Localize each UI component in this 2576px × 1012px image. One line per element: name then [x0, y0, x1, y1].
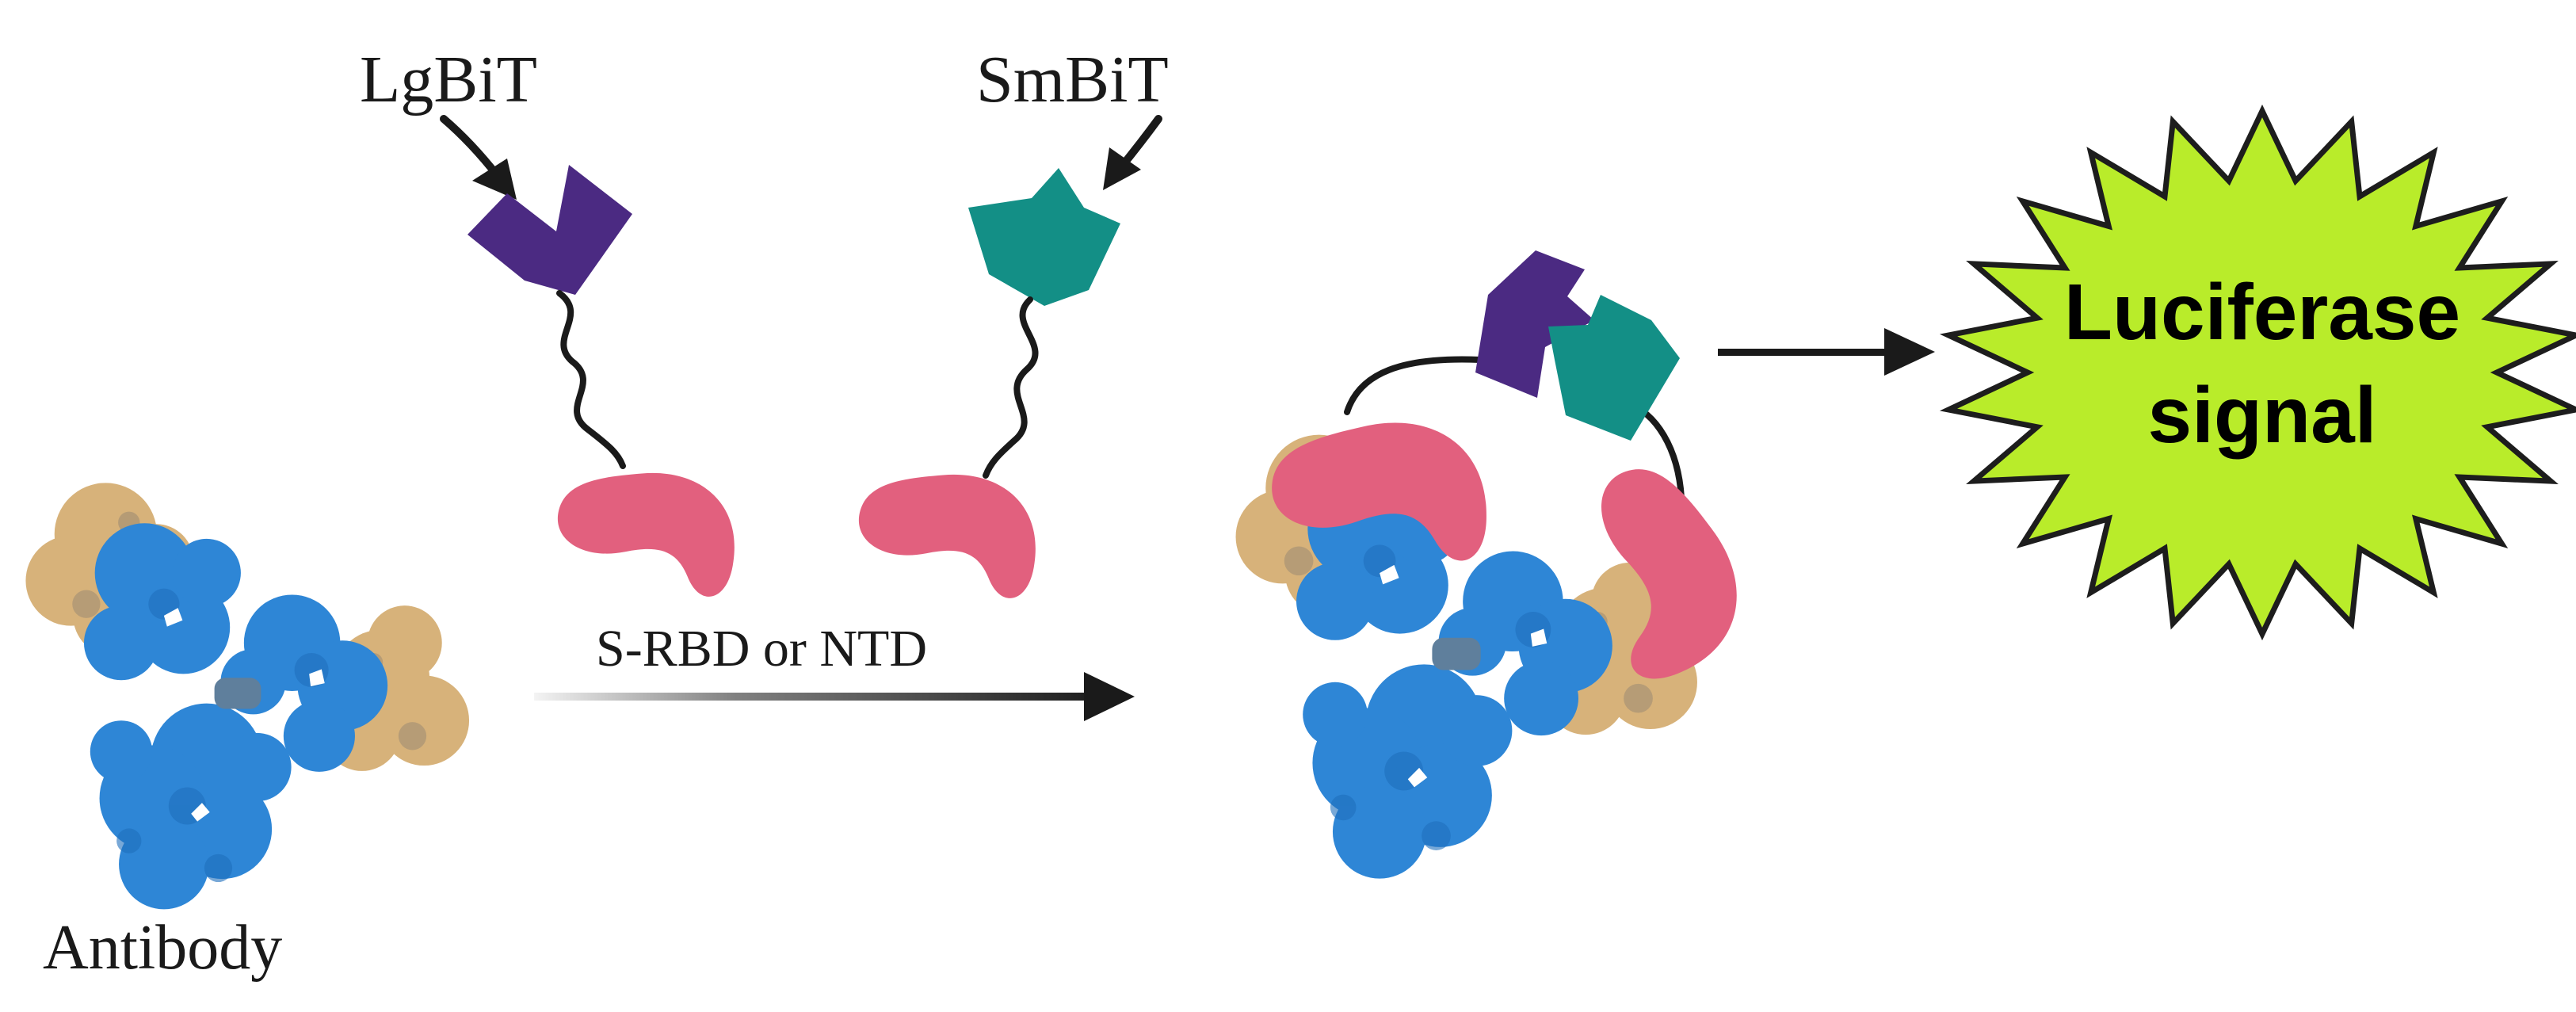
starburst-icon — [1939, 104, 2576, 641]
lgbit-fragment-icon — [1475, 250, 1594, 398]
complex-linker-left — [1344, 356, 1483, 415]
lgbit-linker — [556, 290, 626, 469]
antibody-y-icon — [25, 483, 470, 910]
smbit-pointer-arrow — [1103, 115, 1162, 190]
antigen-bean-icon — [858, 474, 1036, 598]
bound-complex — [1235, 250, 1769, 879]
lgbit-fragment-icon — [467, 165, 632, 295]
antibody-label: Antibody — [43, 913, 282, 983]
reaction-arrow — [534, 672, 1135, 721]
smbit-linker — [983, 296, 1039, 479]
lgbit-label: LgBiT — [360, 43, 537, 116]
smbit-fragment-icon — [1548, 295, 1680, 441]
reconstituted-luciferase — [1475, 250, 1680, 441]
smbit-fragment-icon — [968, 168, 1120, 306]
signal-arrow — [1718, 328, 1935, 376]
antigen-label: S-RBD or NTD — [596, 620, 927, 678]
signal-label-line2: signal — [2148, 371, 2377, 460]
antigen-bean-icon — [557, 472, 735, 597]
luciferase-signal: Luciferase signal — [1939, 104, 2576, 641]
smbit-label: SmBiT — [976, 43, 1169, 116]
lgbit-pointer-arrow — [440, 115, 517, 200]
signal-label-line1: Luciferase — [2064, 268, 2460, 357]
